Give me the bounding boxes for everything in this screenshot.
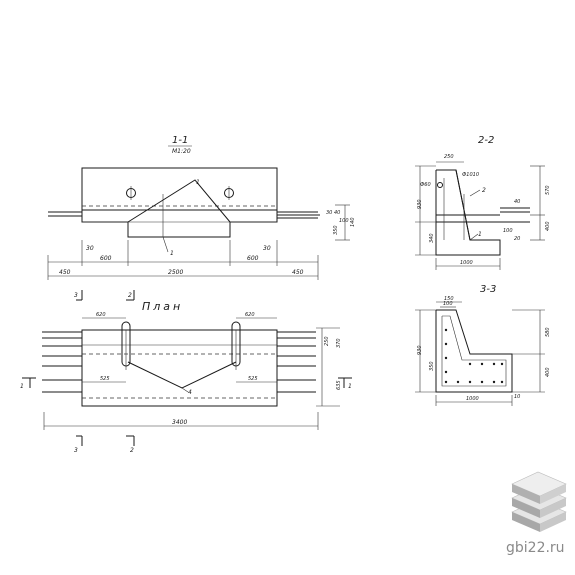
callout-1-top: 1 bbox=[196, 179, 200, 186]
dim-40: 40 bbox=[334, 210, 340, 216]
dim-30-v: 30 bbox=[326, 210, 332, 216]
section-2-2-title: 2-2 bbox=[478, 135, 494, 146]
dim-100: 100 bbox=[339, 218, 349, 224]
dim-525-left: 525 bbox=[100, 376, 110, 382]
dim-370-plan: 370 bbox=[336, 338, 342, 348]
dim-600-left: 600 bbox=[100, 255, 112, 262]
dim-1000-3-3: 1000 bbox=[466, 396, 479, 402]
callout-1-2-2: 1 bbox=[478, 231, 482, 238]
dim-60-2-2: Ф60 bbox=[420, 182, 431, 188]
dim-1000-2-2: 1000 bbox=[460, 260, 473, 266]
section-2-2: 2-2 250 Ф1010 Ф60 2 1 930 340 570 4 bbox=[415, 135, 551, 270]
beam-body-1-1 bbox=[81, 167, 278, 211]
dim-1010-2-2: Ф1010 bbox=[462, 172, 479, 178]
dim-250-2-2: 250 bbox=[444, 154, 454, 160]
dim-20-2-2: 20 bbox=[514, 236, 520, 242]
dim-400-2-2: 400 bbox=[545, 221, 551, 231]
marker-2-bottom: 2 bbox=[130, 447, 134, 454]
callout-4: 4 bbox=[188, 389, 192, 396]
dim-635-plan: 635 bbox=[336, 380, 342, 390]
stacked-slabs-icon bbox=[511, 471, 567, 532]
dim-150-3-3: 150 bbox=[444, 296, 454, 302]
profile-2-2 bbox=[435, 169, 501, 256]
marker-3-bottom: 3 bbox=[74, 447, 78, 454]
dim-930-2-2: 930 bbox=[417, 199, 423, 209]
dim-620-right: 620 bbox=[245, 312, 255, 318]
dim-100-3-3: 100 bbox=[443, 301, 453, 307]
dim-30-left: 30 bbox=[86, 245, 94, 252]
marker-2-top: 2 bbox=[128, 292, 132, 299]
dim-100-2-2: 100 bbox=[503, 228, 513, 234]
callout-1-bottom: 1 bbox=[170, 250, 174, 257]
dim-450-left: 450 bbox=[59, 269, 71, 276]
marker-3-top: 3 bbox=[74, 292, 78, 299]
dim-620-left: 620 bbox=[96, 312, 106, 318]
brand-site-text[interactable]: gbi22.ru bbox=[506, 540, 565, 556]
marker-1-left: 1 bbox=[20, 383, 24, 390]
dim-340-2-2: 340 bbox=[429, 233, 435, 243]
callout-2-2-2: 2 bbox=[482, 187, 486, 194]
dim-250-plan: 250 bbox=[324, 336, 330, 346]
dim-140: 140 bbox=[350, 217, 356, 227]
plan-title: План bbox=[142, 300, 183, 313]
dim-600-right: 600 bbox=[247, 255, 259, 262]
dim-930-3-3: 930 bbox=[417, 345, 423, 355]
plan-view: План 3 2 4 bbox=[20, 290, 352, 454]
profile-3-3 bbox=[435, 309, 513, 393]
section-1-1: 1-1 M1:20 1 1 30 6 bbox=[47, 135, 356, 280]
dim-450-right: 450 bbox=[292, 269, 304, 276]
dim-40-2-2: 40 bbox=[514, 199, 520, 205]
dim-30-right: 30 bbox=[263, 245, 271, 252]
dim-3400: 3400 bbox=[172, 419, 187, 426]
dim-350-3-3: 350 bbox=[429, 361, 435, 371]
dim-400-3-3: 400 bbox=[545, 367, 551, 377]
section-3-3: 3-3 150 100 930 350 580 400 bbox=[415, 284, 551, 406]
plan-body bbox=[81, 329, 278, 407]
dim-525-right: 525 bbox=[248, 376, 258, 382]
dim-570-2-2: 570 bbox=[545, 185, 551, 195]
section-1-1-title: 1-1 bbox=[172, 135, 188, 146]
section-1-1-scale: M1:20 bbox=[172, 148, 191, 155]
dim-10-3-3: 10 bbox=[514, 394, 520, 400]
dim-2500: 2500 bbox=[168, 269, 183, 276]
marker-1-right: 1 bbox=[348, 383, 352, 390]
section-3-3-title: 3-3 bbox=[480, 284, 496, 295]
dim-580-3-3: 580 bbox=[545, 327, 551, 337]
dim-350: 350 bbox=[333, 225, 339, 235]
